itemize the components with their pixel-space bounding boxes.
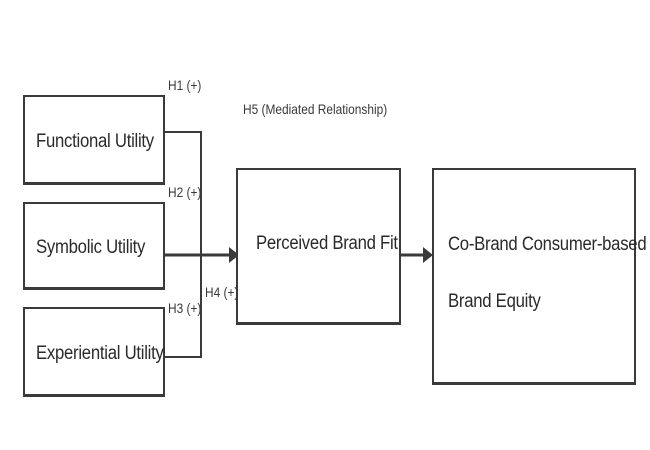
fit-arrowhead — [229, 247, 239, 263]
functional-utility-box: Functional Utility — [23, 95, 165, 185]
co-brand-equity-label-line1: Co-Brand Consumer-based — [448, 234, 647, 255]
co-brand-equity-box: Co-Brand Consumer-based Brand Equity — [432, 168, 647, 385]
perceived-brand-fit-label: Perceived Brand Fit — [256, 233, 398, 254]
hypothesis-h1-label: H1 (+) — [168, 77, 202, 93]
hypothesis-h5-label: H5 (Mediated Relationship) — [243, 101, 388, 117]
hypothesis-h4-label: H4 (+) — [205, 284, 239, 300]
symbolic-utility-label: Symbolic Utility — [36, 237, 146, 258]
co-brand-equity-label-line2: Brand Equity — [448, 291, 541, 312]
hypothesis-h2-label: H2 (+) — [168, 184, 202, 200]
perceived-brand-fit-box: Perceived Brand Fit — [236, 168, 401, 325]
equity-arrowhead — [423, 247, 433, 263]
symbolic-utility-box: Symbolic Utility — [23, 202, 165, 290]
hypothesis-h3-label: H3 (+) — [168, 300, 202, 316]
experiential-utility-box: Experiential Utility — [23, 307, 165, 397]
functional-utility-label: Functional Utility — [36, 131, 154, 152]
experiential-utility-label: Experiential Utility — [36, 343, 164, 364]
